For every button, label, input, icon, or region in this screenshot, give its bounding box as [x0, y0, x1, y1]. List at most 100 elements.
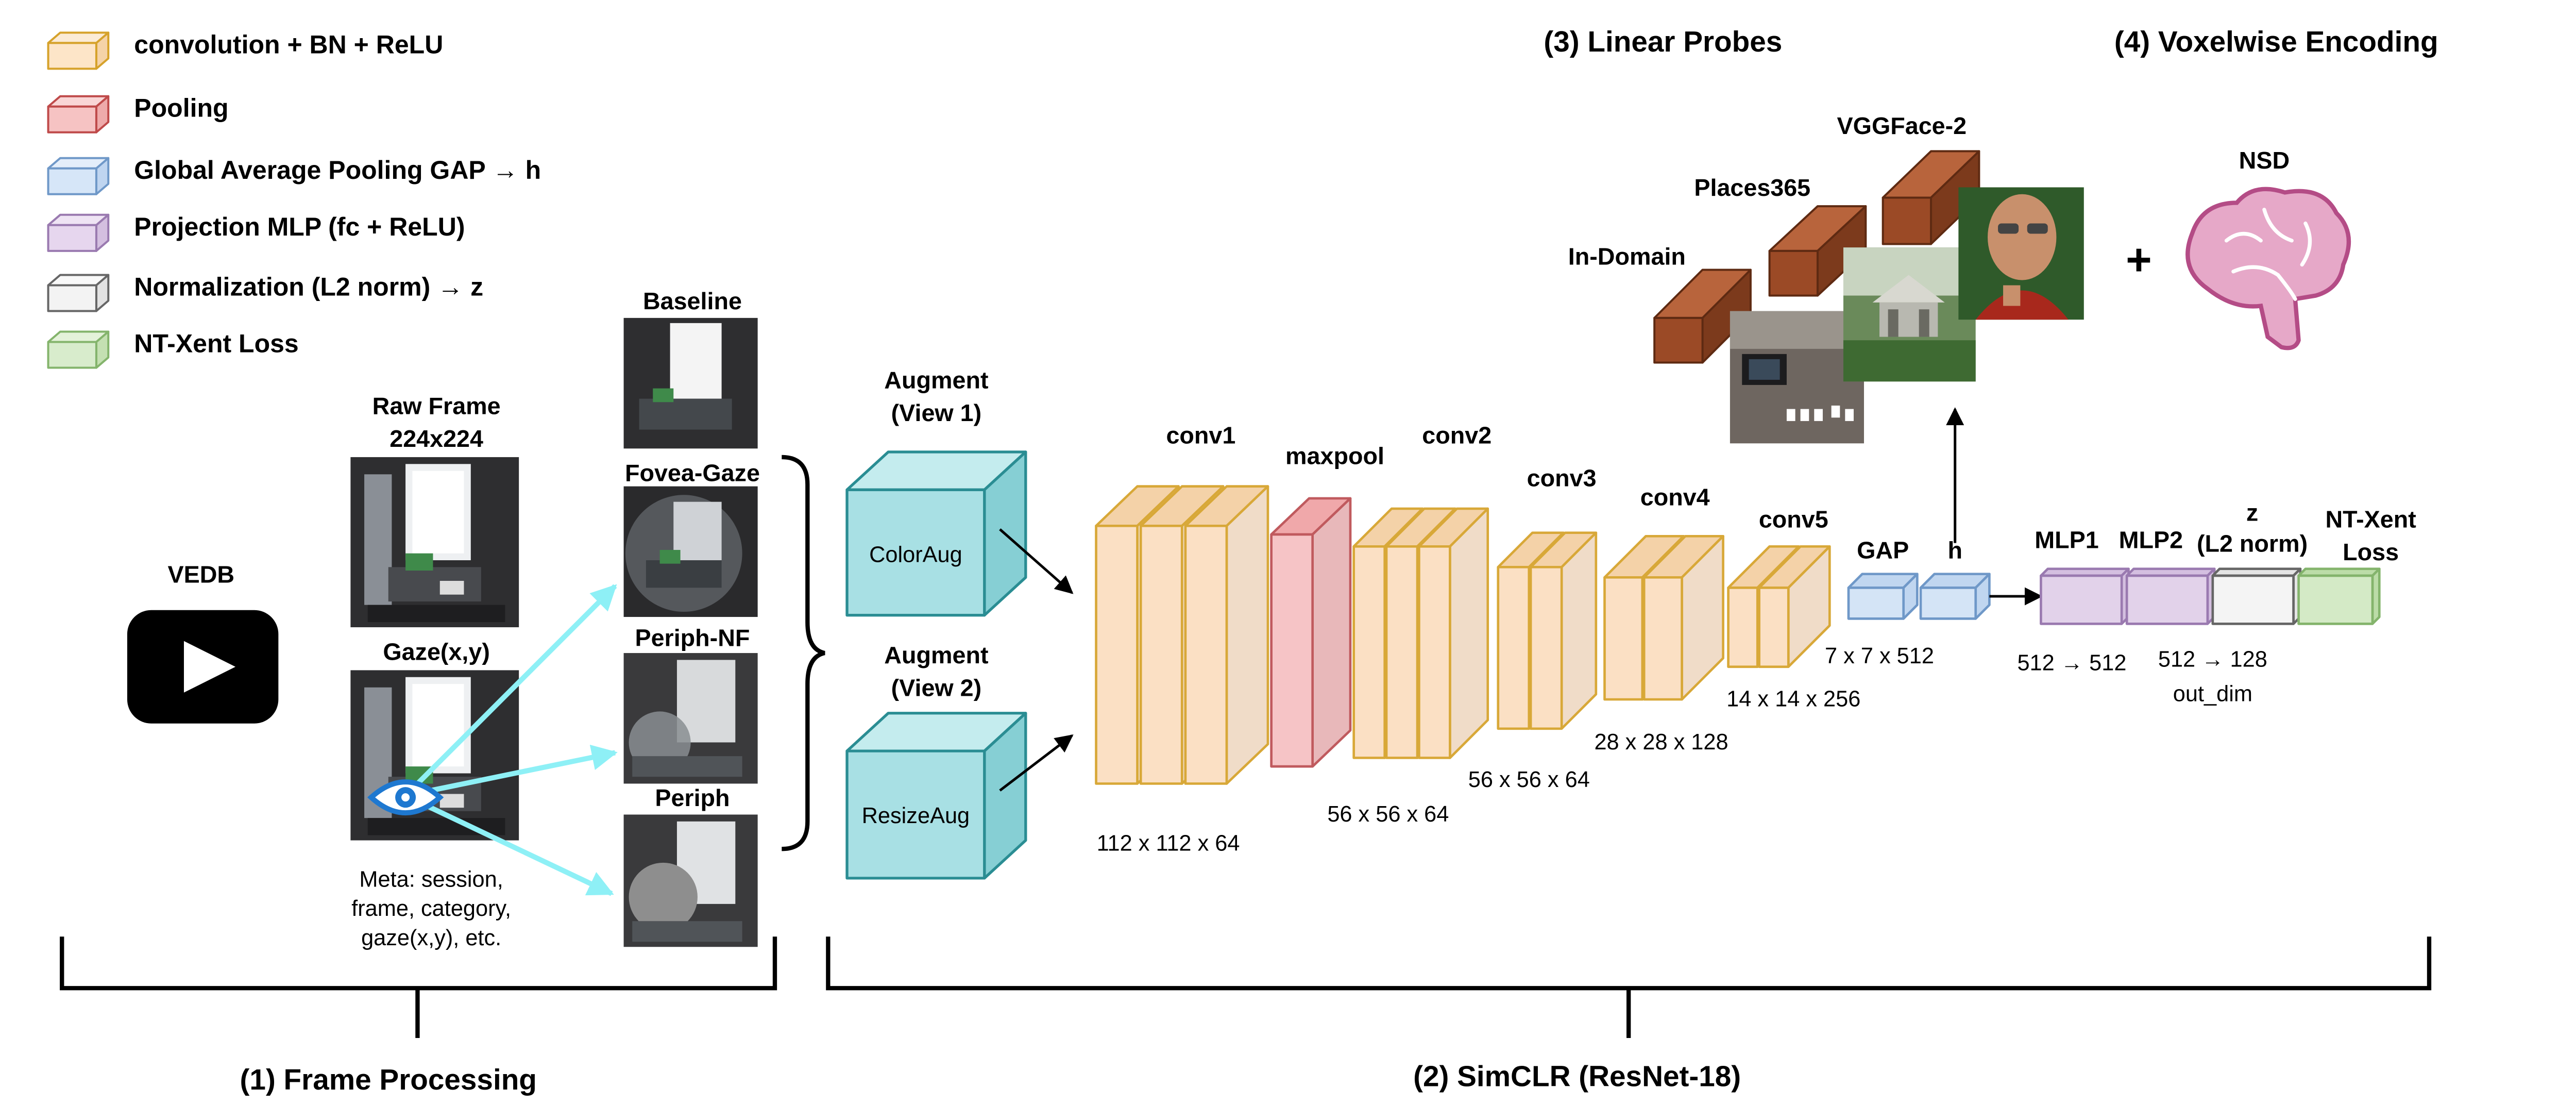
gap-label: GAP — [1857, 537, 1909, 564]
conv2-block — [1352, 507, 1489, 759]
legend-item-conv: convolution + BN + ReLU — [47, 30, 443, 70]
loss-label-2: Loss — [2343, 539, 2399, 565]
probe-image-places365 — [1843, 247, 1976, 382]
gap-block — [1847, 573, 1919, 620]
mlp1-block — [2040, 567, 2130, 625]
augment-view1-label: ColorAug — [869, 542, 962, 567]
augment-view1-block — [845, 450, 1027, 617]
view-label-fovea-gaze: Fovea-Gaze — [625, 460, 760, 487]
plus-sign: + — [2126, 235, 2152, 284]
conv5-dims: 7 x 7 x 512 — [1825, 644, 1934, 668]
mlp1-dims: 512 → 512 — [2017, 650, 2126, 675]
mlp2-block — [2125, 567, 2216, 625]
mlp2-dims: 512 → 128 — [2158, 647, 2267, 672]
probe-label-places365: Places365 — [1694, 174, 1810, 201]
arrow-view2-to-conv1 — [999, 734, 1074, 792]
probe-block-vggface2 — [1882, 150, 1980, 245]
conv4-label: conv4 — [1640, 483, 1710, 510]
raw-frame-image — [350, 457, 519, 628]
brain-icon — [2185, 187, 2351, 350]
view-image-baseline — [623, 317, 758, 449]
frame-processing: VEDB Raw Frame 224x224 Gaze(x,y) — [60, 288, 825, 1096]
probe-label-in-domain: In-Domain — [1568, 243, 1686, 270]
legend-swatch-mlp — [47, 213, 110, 252]
augment-view2-title-1: Augment — [884, 642, 988, 668]
augment-view1-title-1: Augment — [884, 367, 988, 394]
probe-block-in-domain — [1653, 269, 1752, 364]
legend-label-loss: NT-Xent Loss — [134, 329, 298, 358]
h-block — [1919, 573, 1991, 620]
probe-block-places365 — [1768, 205, 1867, 297]
loss-block — [2297, 567, 2381, 625]
legend-label-mlp: Projection MLP (fc + ReLU) — [134, 212, 465, 241]
simclr-network: conv1 112 x 112 x 64 maxpool 56 x 56 x 6… — [826, 407, 2432, 1093]
augment-view2-title-2: (View 2) — [891, 674, 982, 701]
mlp1-label: MLP1 — [2035, 527, 2098, 554]
legend-item-loss: NT-Xent Loss — [47, 329, 299, 369]
nsd-label: NSD — [2239, 147, 2290, 174]
meta-line-3: gaze(x,y), etc. — [361, 926, 501, 950]
augment-view1-title-2: (View 1) — [891, 399, 982, 426]
legend-label-norm: Normalization (L2 norm) → z — [134, 273, 483, 302]
probe-image-in-domain — [1730, 311, 1864, 444]
gaze-frame-image — [350, 670, 519, 841]
maxpool-dims: 56 x 56 x 64 — [1327, 802, 1449, 827]
conv4-dims: 14 x 14 x 256 — [1726, 687, 1860, 711]
legend-swatch-pooling — [47, 95, 110, 133]
vedb-label: VEDB — [167, 561, 234, 588]
conv2-dims: 56 x 56 x 64 — [1468, 767, 1590, 792]
encoding-title: (4) Voxelwise Encoding — [2114, 26, 2438, 58]
legend-label-pooling: Pooling — [134, 94, 228, 123]
meta-line-1: Meta: session, — [359, 867, 503, 892]
probe-image-vggface2 — [1958, 187, 2084, 320]
probes-title: (3) Linear Probes — [1544, 26, 1782, 58]
legend-label-conv: convolution + BN + ReLU — [134, 30, 443, 59]
legend-item-norm: Normalization (L2 norm) → z — [47, 273, 483, 312]
conv3-label: conv3 — [1527, 465, 1597, 492]
legend-swatch-norm — [47, 274, 110, 312]
conv3-dims: 28 x 28 x 128 — [1594, 730, 1728, 755]
conv1-label: conv1 — [1166, 422, 1235, 448]
eye-icon — [367, 779, 444, 815]
legend-swatch-gap — [47, 157, 110, 195]
z-sublabel: (L2 norm) — [2197, 530, 2308, 557]
conv5-block — [1727, 545, 1831, 668]
linear-probes: (3) Linear Probes In-Domain Places365 VG… — [1544, 26, 2084, 444]
legend-swatch-loss — [47, 330, 110, 369]
legend-item-mlp: Projection MLP (fc + ReLU) — [47, 212, 465, 252]
norm-block — [2211, 567, 2302, 625]
out-dim-label: out_dim — [2173, 681, 2252, 706]
gaze-title: Gaze(x,y) — [383, 638, 490, 665]
augmentation: Augment (View 1) ColorAug Augment (View … — [845, 367, 1074, 880]
play-icon — [127, 610, 279, 724]
legend-item-pooling: Pooling — [47, 94, 229, 133]
legend-swatch-conv — [47, 31, 110, 70]
conv2-label: conv2 — [1422, 422, 1492, 448]
meta-line-2: frame, category, — [351, 896, 511, 921]
section-label-simclr: (2) SimCLR (ResNet-18) — [1413, 1060, 1741, 1093]
gaze-arrows — [403, 584, 618, 896]
z-label: z — [2246, 499, 2258, 526]
loss-label-1: NT-Xent — [2325, 506, 2416, 533]
augment-view2-block — [845, 712, 1027, 880]
view-label-periph: Periph — [655, 784, 730, 811]
section-label-frame-processing: (1) Frame Processing — [240, 1064, 537, 1096]
view-image-periph-nf — [623, 653, 758, 784]
view-image-fovea-gaze — [623, 486, 758, 617]
views-brace — [782, 455, 825, 851]
legend-label-gap: Global Average Pooling GAP → h — [134, 156, 541, 185]
arrow-view1-to-conv1 — [999, 528, 1074, 594]
legend: convolution + BN + ReLU Pooling Global A… — [47, 30, 541, 369]
view-label-baseline: Baseline — [643, 288, 742, 314]
conv1-block — [1095, 485, 1269, 785]
conv5-label: conv5 — [1759, 506, 1828, 533]
legend-item-gap: Global Average Pooling GAP → h — [47, 156, 541, 195]
augment-view2-label: ResizeAug — [862, 803, 970, 828]
frame-processing-bracket — [60, 936, 777, 1038]
conv3-block — [1497, 531, 1598, 730]
raw-frame-title: Raw Frame — [372, 393, 501, 420]
conv4-block — [1603, 534, 1724, 701]
view-label-periph-nf: Periph-NF — [635, 625, 750, 651]
mlp2-label: MLP2 — [2119, 527, 2183, 554]
